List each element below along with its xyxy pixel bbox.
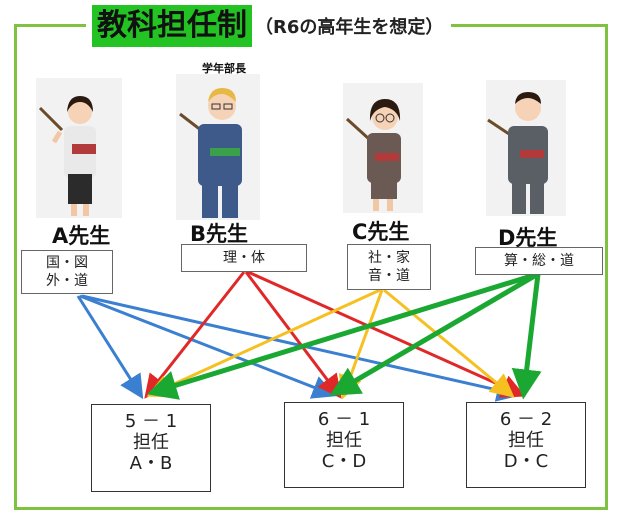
arrow-c-to-6-2 — [383, 288, 515, 398]
title-bar: 教科担任制 （R6の高年生を想定） — [86, 4, 452, 48]
class-5-1-box: 5 － 1 担任 A・B — [91, 404, 211, 492]
teacher-b-subjects: 理・体 — [181, 244, 307, 272]
arrow-b-to-6-1 — [244, 271, 342, 399]
page-title: 教科担任制 — [92, 5, 252, 47]
class-6-1-box: 6 － 1 担任 C・D — [284, 402, 404, 488]
arrow-d-to-5-1 — [146, 271, 539, 400]
arrow-a-to-5-1 — [76, 295, 144, 400]
arrow-b-to-5-1 — [144, 271, 246, 399]
class-5-1-teachers: A・B — [129, 453, 173, 474]
teacher-a-illustration — [36, 78, 122, 218]
class-6-2-name: 6 － 2 — [499, 409, 553, 430]
class-6-1-role: 担任 — [326, 430, 362, 451]
teacher-c-illustration — [343, 83, 423, 213]
teacher-a-name: A先生 — [52, 224, 111, 248]
teacher-d-illustration — [486, 80, 566, 216]
teacher-b-illustration — [176, 74, 260, 220]
class-6-1-teachers: C・D — [321, 451, 367, 472]
class-6-1-name: 6 － 1 — [317, 409, 371, 430]
teacher-b-subjects-line1: 理・体 — [223, 250, 265, 266]
grade-head-label: 学年部長 — [202, 62, 246, 75]
teacher-c-subjects-line2: 音・道 — [368, 268, 410, 284]
arrow-b-to-6-2 — [247, 270, 526, 398]
teacher-b-name: B先生 — [190, 222, 249, 246]
teacher-c-subjects-line1: 社・家 — [368, 250, 410, 266]
arrow-a-to-6-1 — [79, 294, 337, 399]
teacher-d-subjects: 算・総・道 — [475, 247, 603, 275]
teacher-c-name: C先生 — [352, 220, 410, 244]
class-6-2-teachers: D・C — [503, 451, 549, 472]
teacher-a-subjects-line1: 国・図 — [46, 255, 88, 271]
teacher-a-subjects-line2: 外・道 — [46, 273, 88, 289]
teacher-d-name: D先生 — [498, 226, 558, 250]
teacher-d-subjects-line1: 算・総・道 — [504, 253, 574, 269]
class-6-2-role: 担任 — [508, 430, 544, 451]
teacher-a-subjects: 国・図 外・道 — [21, 250, 113, 294]
arrow-c-to-5-1 — [146, 288, 381, 398]
arrow-d-to-6-2 — [511, 273, 542, 400]
page-subtitle: （R6の高年生を想定） — [255, 17, 444, 38]
class-5-1-role: 担任 — [133, 432, 169, 453]
class-5-1-name: 5 － 1 — [124, 411, 178, 432]
arrow-d-to-6-1 — [329, 271, 540, 396]
teacher-c-subjects: 社・家 音・道 — [347, 244, 431, 290]
class-6-2-box: 6 － 2 担任 D・C — [466, 402, 586, 488]
